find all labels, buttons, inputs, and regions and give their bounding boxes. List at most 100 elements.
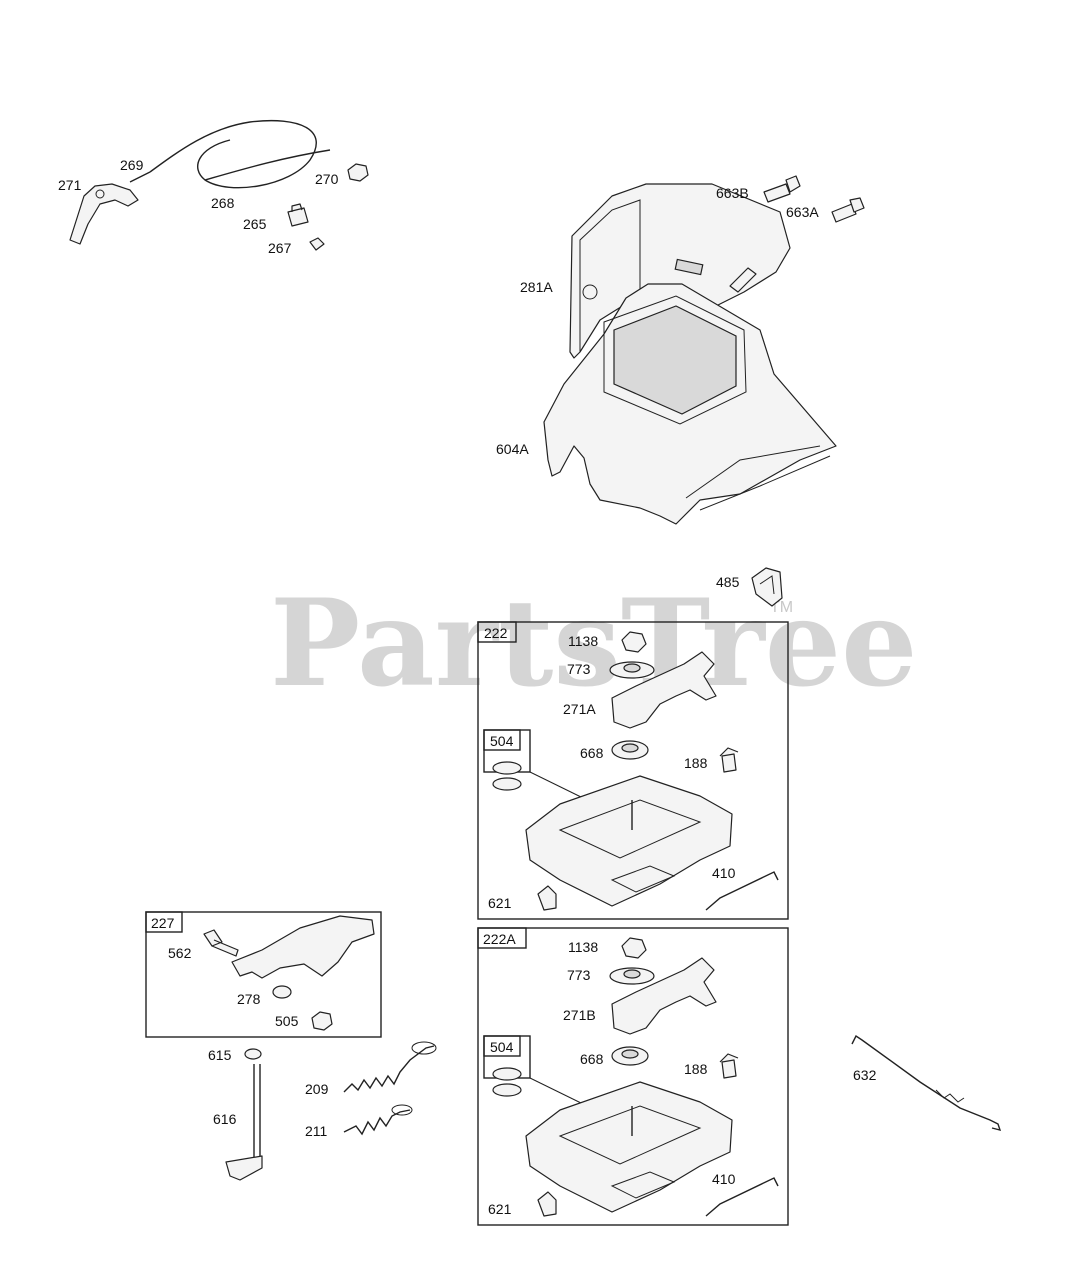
watermark-brand: PartsTree xyxy=(270,573,917,714)
kit-222-callout-410: 410 xyxy=(712,865,736,881)
spring-209-part xyxy=(343,1045,435,1093)
kit-222A-plate-slot xyxy=(610,1171,676,1199)
kit-222A-lever-271B xyxy=(611,957,717,1035)
kit-222A-callout-410: 410 xyxy=(712,1171,736,1187)
callout-615: 615 xyxy=(208,1047,232,1063)
kit-222A-sub-tag xyxy=(483,1035,521,1057)
kit-222-label: 222 xyxy=(484,625,508,641)
callout-616: 616 xyxy=(213,1111,237,1127)
kit-222A-plate-top xyxy=(558,1105,702,1165)
callout-270: 270 xyxy=(315,171,339,187)
clip-485-detail xyxy=(759,575,775,595)
spring-209-hook xyxy=(411,1041,437,1055)
callout-265: 265 xyxy=(243,216,267,232)
callout-269: 269 xyxy=(120,157,144,173)
lever-271-part xyxy=(69,183,139,245)
throttle-cable-group: 271 269 268 270 265 267 xyxy=(58,119,369,256)
kit-222-box: 222 504 1138 773 271A 668 188 410 xyxy=(477,621,789,920)
callout-663A: 663A xyxy=(786,204,819,220)
shaft-616-paddle xyxy=(225,1155,263,1181)
shroud-slot xyxy=(674,258,704,276)
kit-222A-link-410 xyxy=(705,1177,779,1217)
callout-663B: 663B xyxy=(716,185,749,201)
kit-222-washer-a xyxy=(492,761,522,775)
lever-pivot xyxy=(95,189,105,199)
bolt-663A-part xyxy=(831,197,865,223)
callout-209: 209 xyxy=(305,1081,329,1097)
kit-222A-clip-621 xyxy=(537,1191,557,1217)
kit-227-bolt-562 xyxy=(203,929,239,957)
blower-housing-group: 604A xyxy=(496,283,837,525)
washer-615-part xyxy=(244,1048,262,1060)
kit-222A-washer-b xyxy=(492,1083,522,1097)
callout-604A: 604A xyxy=(496,441,529,457)
shroud-hole xyxy=(582,284,598,300)
cable-sheath xyxy=(204,149,331,181)
kit-222A-nut-1138 xyxy=(621,937,647,959)
callout-632: 632 xyxy=(853,1067,877,1083)
kit-222-callout-1138: 1138 xyxy=(568,633,598,649)
kit-222A-frame xyxy=(477,927,789,1226)
kit-222-nut-1138 xyxy=(621,631,647,653)
bolt-663B-part xyxy=(763,175,801,203)
kit-222A-callout-1138: 1138 xyxy=(568,939,598,955)
nut-270-part xyxy=(347,163,369,182)
clip-485-part xyxy=(751,567,783,607)
shroud-281A-part xyxy=(569,183,791,359)
parts-tree-watermark: PartsTree TM xyxy=(270,573,917,714)
kit-222-bearing-hole xyxy=(621,743,639,753)
kit-222A-label: 222A xyxy=(483,931,516,947)
governor-shaft-group: 615 616 xyxy=(208,1047,263,1181)
kit-227-label: 227 xyxy=(151,915,175,931)
link-632-part xyxy=(851,1034,1002,1131)
kit-222-link-410 xyxy=(705,871,779,911)
kit-222A-sub-label: 504 xyxy=(490,1039,514,1055)
kit-227-washer-278 xyxy=(272,985,292,999)
kit-222A-callout-668: 668 xyxy=(580,1051,604,1067)
kit-222A-callout-188: 188 xyxy=(684,1061,708,1077)
kit-222-bolt-188 xyxy=(719,747,739,773)
kit-222-callout-621: 621 xyxy=(488,895,512,911)
kit-222-washer-b xyxy=(492,777,522,791)
kit-222-base-plate xyxy=(525,775,733,907)
callout-211: 211 xyxy=(305,1123,328,1139)
shroud-inner-edge xyxy=(579,199,641,352)
kit-222-plate-top xyxy=(558,799,702,859)
kit-222-frame xyxy=(477,621,789,920)
callout-562: 562 xyxy=(168,945,192,961)
kit-222-sub-label: 504 xyxy=(490,733,514,749)
kit-227-tag xyxy=(145,911,183,933)
screw-267-part xyxy=(309,237,325,251)
link-632-spring xyxy=(935,1089,965,1103)
callout-278: 278 xyxy=(237,991,261,1007)
kit-222-plate-slot xyxy=(610,865,676,893)
kit-222A-callout-621: 621 xyxy=(488,1201,512,1217)
kit-222A-bearing-hole xyxy=(621,1049,639,1059)
spring-211-part xyxy=(343,1109,411,1136)
callout-485: 485 xyxy=(716,574,740,590)
kit-222-callout-188: 188 xyxy=(684,755,708,771)
kit-222-tag xyxy=(477,621,517,643)
housing-top-panel xyxy=(603,295,747,425)
kit-222-callout-668: 668 xyxy=(580,745,604,761)
kit-227-nut-505 xyxy=(311,1011,333,1031)
shroud-group: 663B 663A 281A xyxy=(520,175,865,359)
link-632-group: 632 xyxy=(851,1034,1002,1131)
kit-222A-box: 222A 504 1138 773 271B 668 188 410 621 xyxy=(477,927,789,1226)
kit-222-washer-hole xyxy=(623,663,641,673)
callout-271: 271 xyxy=(58,177,82,193)
kit-222-sub-tag xyxy=(483,729,521,751)
housing-lower-fins xyxy=(685,445,831,511)
housing-screen xyxy=(613,305,737,415)
kit-227-frame xyxy=(145,911,382,1038)
clip-265-part xyxy=(287,203,309,227)
callout-505: 505 xyxy=(275,1013,299,1029)
kit-222A-base-plate xyxy=(525,1081,733,1213)
kit-222A-bolt-188 xyxy=(719,1053,739,1079)
spring-211-hook xyxy=(391,1104,413,1116)
cable-268-part xyxy=(149,119,317,189)
kit-222-lever-271A xyxy=(611,651,717,729)
kit-227-box: 227 562 278 505 xyxy=(145,911,382,1038)
kit-222A-callout-271B: 271B xyxy=(563,1007,596,1023)
